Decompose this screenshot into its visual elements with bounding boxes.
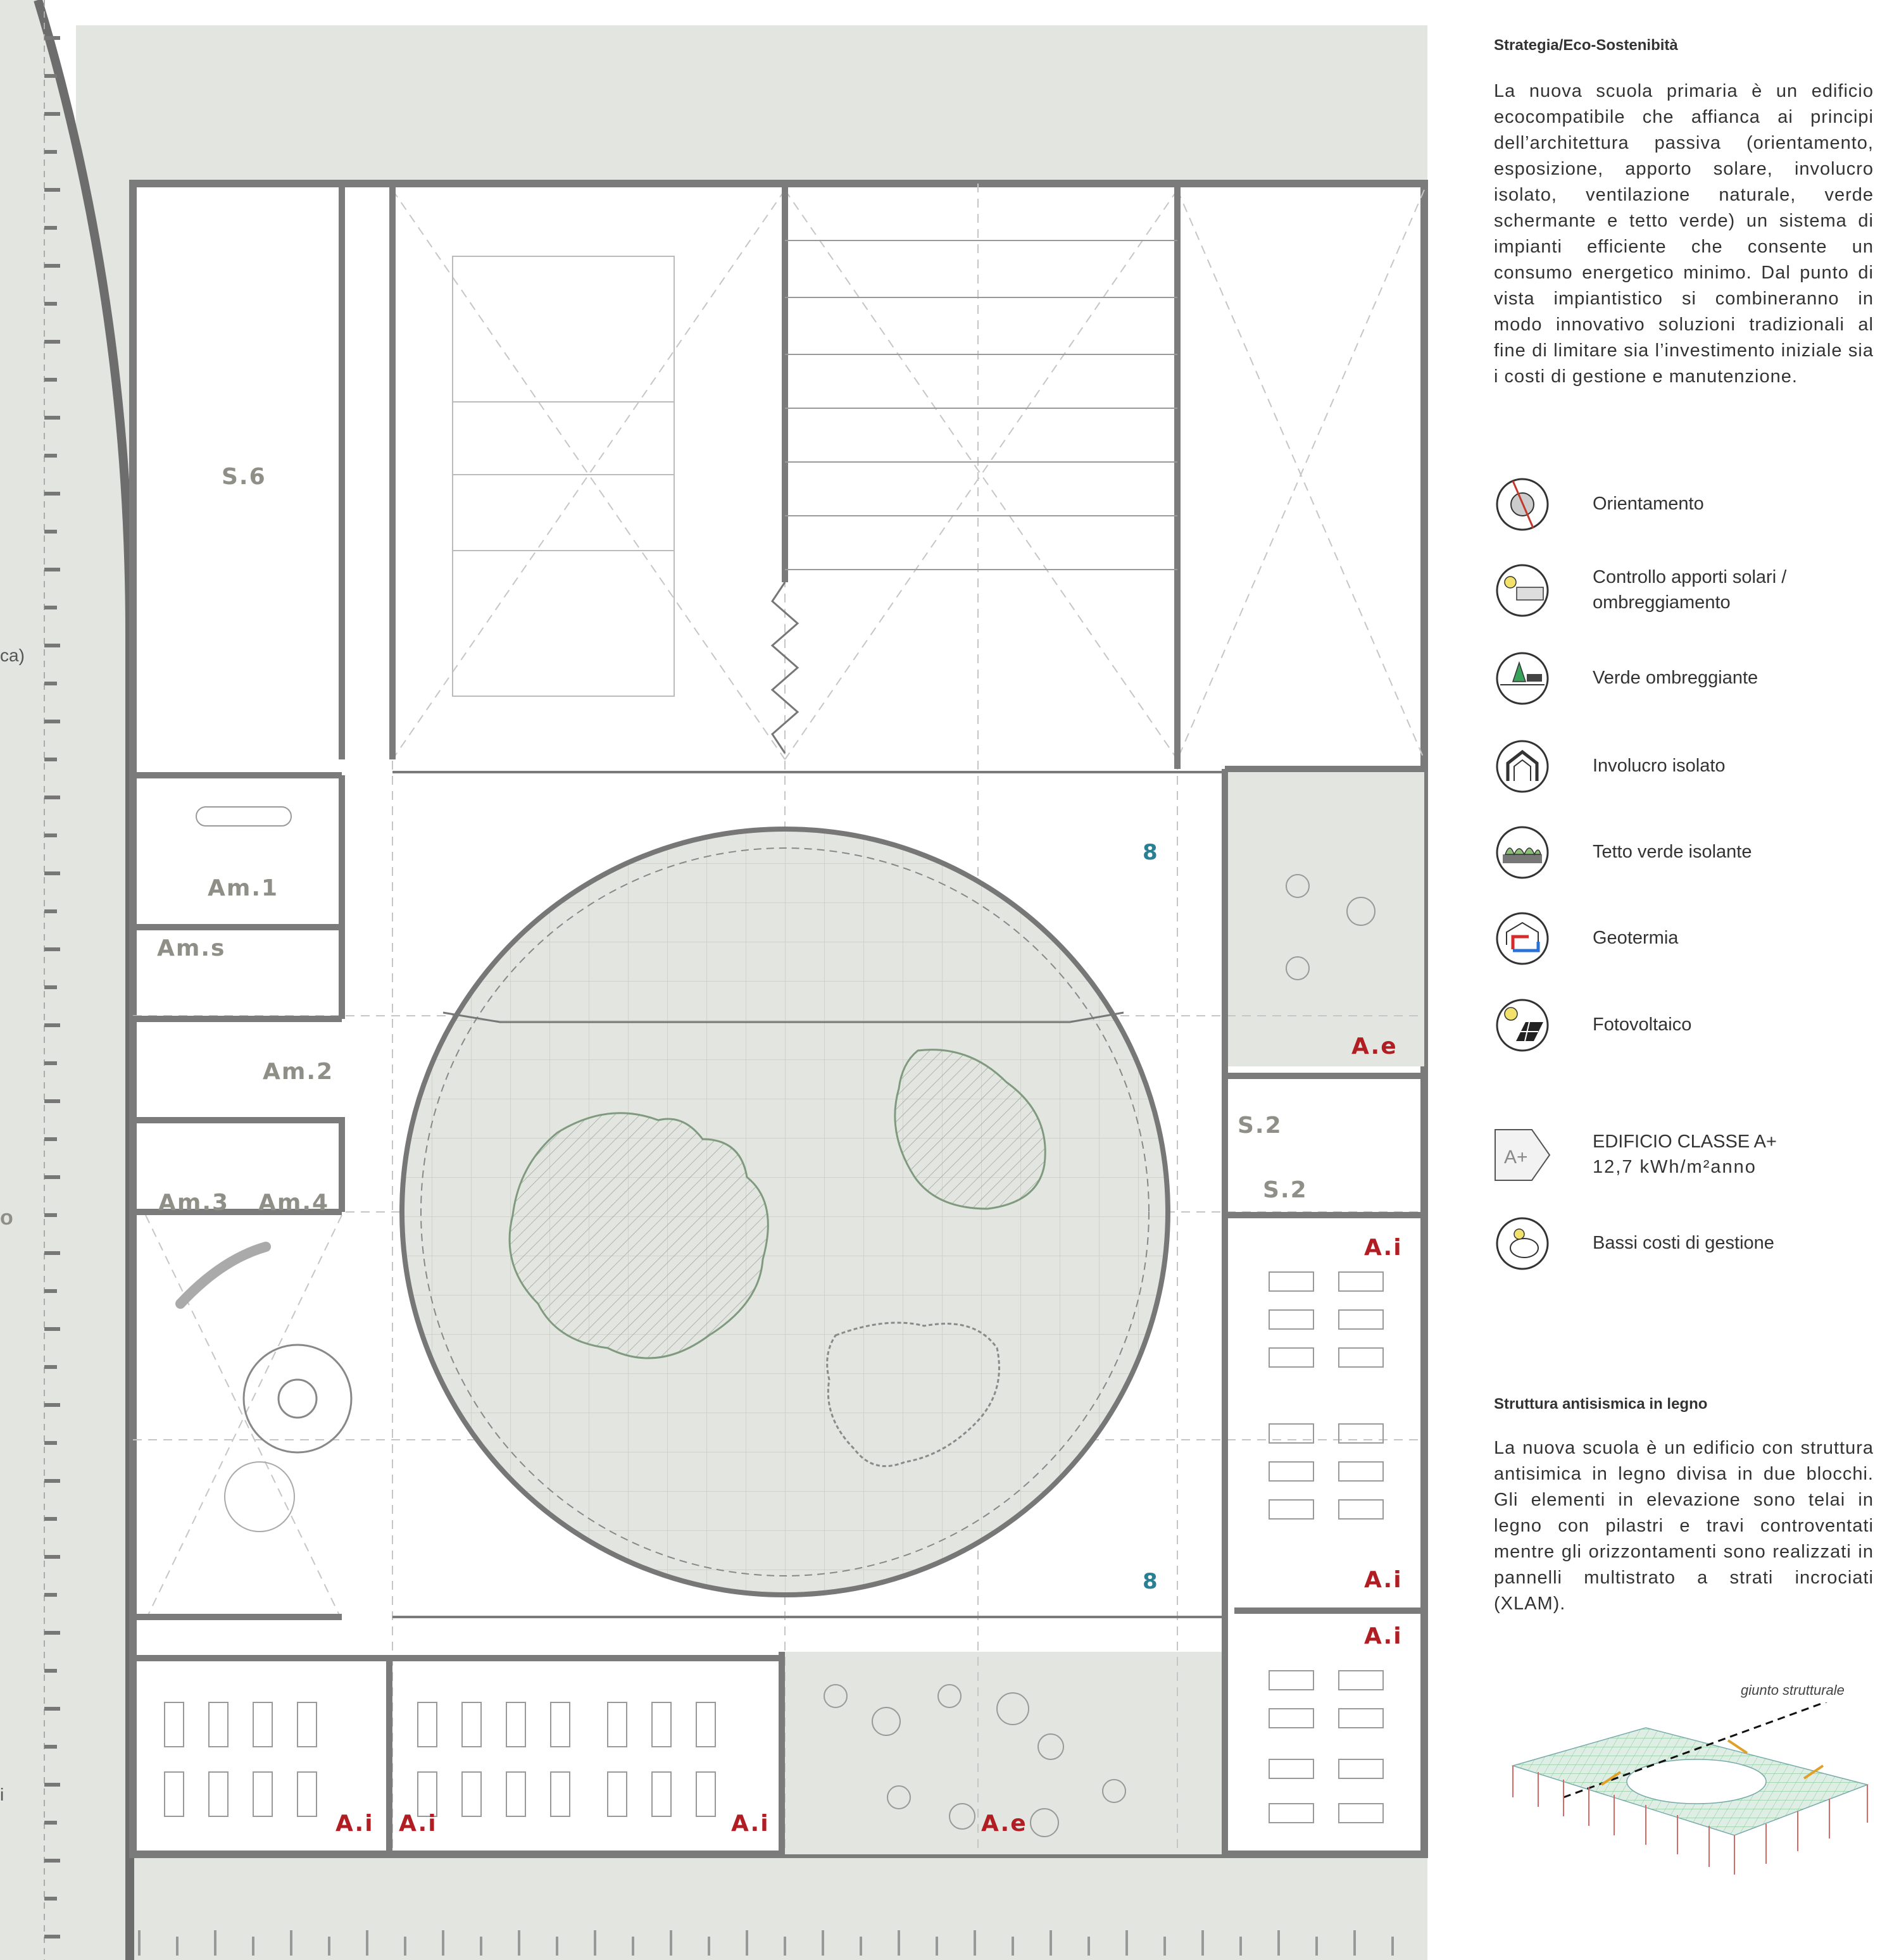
legend-energy-class: A+ EDIFICIO CLASSE A+12,7 kWh/m²anno — [1494, 1127, 1886, 1196]
room-label-8-bottom: 8 — [1143, 1569, 1158, 1594]
structure-text: La nuova scuola è un edificio con strutt… — [1494, 1435, 1874, 1617]
piggy-bank-icon — [1496, 1217, 1549, 1270]
eco-title: Strategia/Eco-Sostenibità — [1494, 36, 1678, 54]
courtyard-mound-2 — [894, 1049, 1046, 1210]
bottom-ruler — [138, 1930, 1394, 1956]
spiral-stair — [242, 1344, 353, 1454]
outdoor-classroom-right — [1225, 769, 1424, 1066]
legend-orientamento: Orientamento — [1494, 476, 1886, 546]
curved-road — [0, 0, 130, 1960]
compass-icon — [1496, 478, 1549, 531]
edge-fragment-3: i — [0, 1785, 4, 1804]
axo-caption: giunto strutturale — [1741, 1682, 1845, 1698]
room-label-s2-top: S.2 — [1238, 1113, 1282, 1139]
energy-class-icon: A+ — [1495, 1129, 1551, 1181]
courtyard-mound-1 — [508, 1112, 769, 1359]
tree-shade-icon — [1496, 652, 1549, 705]
solar-panel-icon — [1496, 999, 1549, 1052]
structure-title: Struttura antisismica in legno — [1494, 1395, 1708, 1413]
structure-paragraph: La nuova scuola è un edificio con strutt… — [1494, 1438, 1874, 1614]
room-label-ai-bottom-1: A.i — [335, 1811, 374, 1837]
green-roof-icon — [1496, 826, 1549, 879]
eco-paragraph: La nuova scuola primaria è un edificio e… — [1494, 81, 1874, 387]
room-label-ai-right-3: A.i — [1364, 1623, 1403, 1649]
sun-shading-icon — [1496, 564, 1549, 617]
insulated-house-icon — [1496, 740, 1549, 793]
legend-geothermal: Geotermia — [1494, 910, 1886, 980]
room-label-am3: Am.3 — [158, 1190, 229, 1216]
left-ruler — [44, 36, 60, 1938]
legend-green-roof: Tetto verde isolante — [1494, 824, 1886, 894]
structural-axonometric — [1511, 1702, 1869, 1875]
room-label-am2: Am.2 — [263, 1059, 334, 1085]
room-label-s6: S.6 — [222, 464, 266, 490]
room-label-ae-right: A.e — [1351, 1033, 1398, 1059]
energy-class-badge: A+ — [1504, 1147, 1528, 1168]
floor-plan: S.6 Am.1 Am.s Am.2 Am.3 Am.4 S.2 S.2 A.e… — [0, 0, 1428, 1960]
room-label-ai-bottom-3: A.i — [731, 1811, 770, 1837]
eco-text: La nuova scuola primaria è un edificio e… — [1494, 78, 1874, 390]
room-label-am1: Am.1 — [208, 875, 279, 901]
room-label-ai-right-2: A.i — [1364, 1567, 1403, 1593]
legend-insulated-envelope: Involucro isolato — [1494, 738, 1886, 808]
legend-low-costs: Bassi costi di gestione — [1494, 1215, 1886, 1285]
legend-green-shade: Verde ombreggiante — [1494, 650, 1886, 720]
courtyard-mound-3 — [826, 1321, 1000, 1468]
legend-solar-control: Controllo apporti solari / ombreggiament… — [1494, 562, 1886, 632]
room-label-am4: Am.4 — [258, 1190, 329, 1216]
room-label-8-top: 8 — [1143, 840, 1158, 865]
edge-fragment-2: o — [0, 1206, 13, 1230]
room-label-s2-bottom: S.2 — [1263, 1177, 1308, 1203]
room-label-ai-bottom-2: A.i — [399, 1811, 437, 1837]
legend-photovoltaic: Fotovoltaico — [1494, 997, 1886, 1066]
gym-court — [452, 256, 675, 697]
room-label-ams: Am.s — [157, 935, 225, 961]
outdoor-classroom-bottom — [782, 1652, 1225, 1854]
edge-fragment-1: ca) — [0, 646, 25, 665]
courtyard — [399, 827, 1170, 1597]
room-label-ai-right-1: A.i — [1364, 1235, 1403, 1261]
room-label-ae-bottom: A.e — [981, 1811, 1027, 1837]
geothermal-icon — [1496, 912, 1549, 965]
